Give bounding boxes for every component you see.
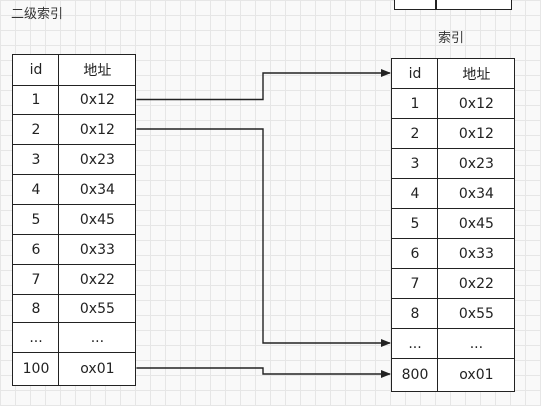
id-column-header: id: [12, 54, 60, 87]
primary-index-row: ......: [391, 328, 516, 360]
address-cell: 0x33: [58, 234, 137, 266]
address-cell: 0x34: [437, 178, 516, 210]
address-column-header: 地址: [437, 58, 516, 90]
address-cell: ...: [437, 328, 516, 360]
id-cell: 800: [391, 358, 439, 392]
id-column-header: id: [391, 58, 439, 90]
address-cell: 0x22: [437, 268, 516, 300]
arrow-row-2: [136, 128, 391, 347]
address-cell: 0x12: [437, 88, 516, 120]
address-cell: ox01: [58, 352, 137, 386]
address-column-header: 地址: [58, 54, 137, 87]
arrow-row-1: [136, 69, 391, 101]
primary-index-title: 索引: [438, 31, 465, 46]
id-cell: 6: [12, 234, 60, 266]
address-cell: 0x12: [437, 118, 516, 150]
arrow-row-100: [136, 367, 391, 378]
address-cell: ox01: [437, 358, 516, 392]
id-cell: 1: [12, 85, 60, 116]
address-cell: 0x12: [58, 114, 137, 146]
partial-table-divider: [435, 0, 437, 10]
address-cell: 0x33: [437, 238, 516, 270]
id-cell: 2: [12, 114, 60, 146]
id-cell: 100: [12, 352, 60, 386]
secondary-index-title: 二级索引: [11, 7, 64, 22]
partial-table-frame: [394, 0, 512, 10]
address-cell: 0x55: [437, 298, 516, 330]
address-cell: 0x34: [58, 174, 137, 206]
id-cell: 7: [12, 264, 60, 296]
address-cell: 0x12: [58, 85, 137, 116]
address-cell: 0x45: [437, 208, 516, 240]
address-cell: 0x55: [58, 294, 137, 324]
id-cell: 4: [12, 174, 60, 206]
id-cell: ...: [12, 322, 60, 354]
address-cell: 0x22: [58, 264, 137, 296]
id-cell: 3: [12, 144, 60, 176]
